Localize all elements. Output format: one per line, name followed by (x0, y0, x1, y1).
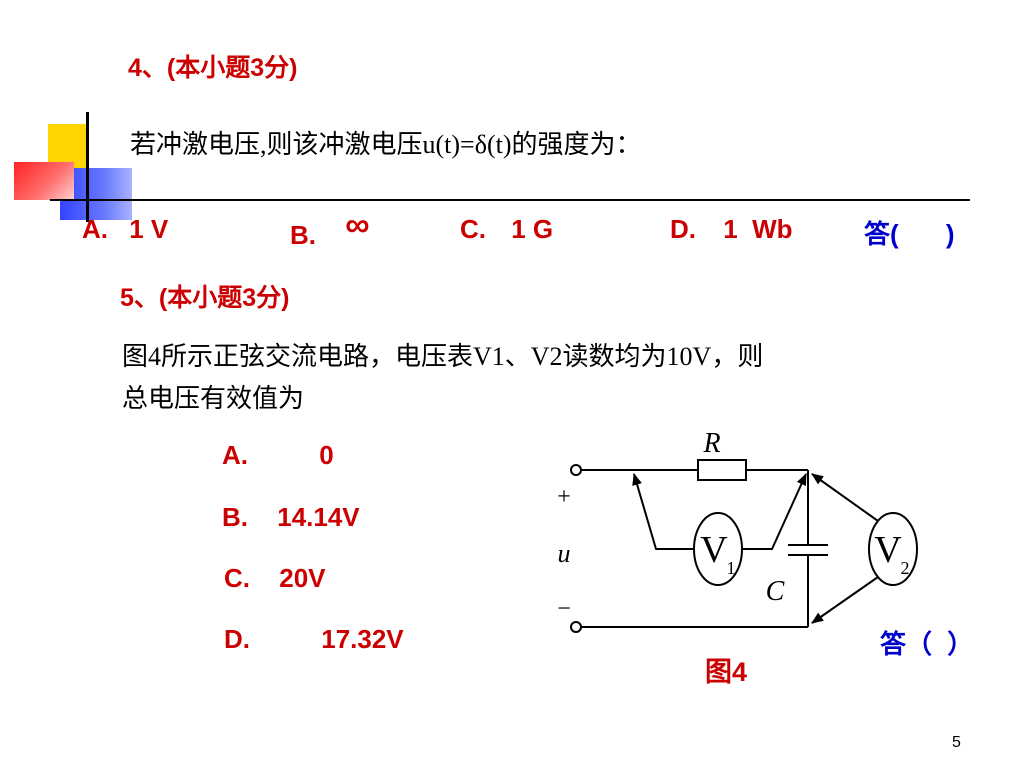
q4-option-b[interactable]: B. ∞ (290, 206, 369, 253)
q5-option-b-value: 14.14V (277, 502, 360, 532)
q4-answer-close: ) (945, 219, 955, 249)
q4-option-a[interactable]: A. 1 V (82, 214, 168, 245)
source-label: u (558, 539, 571, 568)
decor-horizontal-line (50, 199, 970, 201)
q4-option-b-letter: B. (290, 220, 316, 250)
v2-subscript: 2 (901, 558, 910, 578)
v1-lead-left (632, 473, 694, 550)
q5-option-c-value: 20V (279, 563, 326, 593)
voltmeter-v2 (868, 512, 918, 586)
q5-option-a-value: 0 (319, 440, 334, 470)
q5-option-c-letter: C. (224, 563, 250, 593)
q4-answer-box[interactable]: 答( ) (864, 214, 955, 251)
terminal-top (570, 464, 582, 476)
q5-answer-label: 答（ (880, 629, 933, 659)
q5-stem-line2: 总电压有效值为 (122, 384, 305, 413)
q4-answer-label: 答( (864, 219, 899, 249)
q4-option-d[interactable]: D. 1 Wb (670, 214, 793, 245)
q5-option-c[interactable]: C. 20V (224, 563, 326, 594)
q5-option-d-letter: D. (224, 624, 250, 654)
q4-option-d-letter: D. (670, 214, 696, 244)
q5-option-a-letter: A. (222, 440, 248, 470)
resistor (697, 459, 747, 481)
q5-title: 5、(本小题3分) (120, 284, 290, 312)
q5-stem-line1: 图4所示正弦交流电路，电压表V1、V2读数均为10V，则 (122, 342, 764, 371)
plus-sign: + (557, 484, 571, 510)
v2-letter: V (874, 529, 902, 571)
q5-option-b[interactable]: B. 14.14V (222, 502, 360, 533)
v1-subscript: 1 (727, 558, 736, 578)
q4-stem: 若冲激电压,则该冲激电压u(t)=δ(t)的强度为： (130, 130, 642, 159)
q5-option-a[interactable]: A. 0 (222, 440, 334, 471)
terminal-bottom (570, 621, 582, 633)
q4-option-c[interactable]: C. 1 G (460, 214, 553, 245)
q5-answer-close: ） (947, 629, 974, 659)
page-number: 5 (952, 734, 961, 751)
v2-lead-bottom (811, 576, 879, 624)
v1-lead-right (742, 473, 807, 550)
v2-lead-top (811, 473, 879, 522)
resistor-label: R (702, 428, 720, 459)
decor-vertical-line (86, 112, 89, 222)
q4-option-d-value: 1 Wb (723, 214, 793, 244)
q4-option-b-value: ∞ (345, 206, 370, 244)
q4-option-a-letter: A. (82, 214, 108, 244)
decor-red-block (14, 162, 74, 200)
q5-option-d-value: 17.32V (321, 624, 404, 654)
q4-title: 4、(本小题3分) (128, 54, 298, 82)
q4-option-c-letter: C. (460, 214, 486, 244)
q5-option-d[interactable]: D. 17.32V (224, 624, 404, 655)
q5-answer-box[interactable]: 答（ ） (880, 624, 973, 661)
q5-option-b-letter: B. (222, 502, 248, 532)
q4-option-a-value: 1 V (129, 214, 169, 244)
figure-caption: 图4 (705, 657, 748, 687)
v1-letter: V (700, 529, 728, 571)
q4-option-c-value: 1 G (511, 214, 554, 244)
capacitor-label: C (766, 576, 785, 607)
minus-sign: − (557, 596, 571, 622)
